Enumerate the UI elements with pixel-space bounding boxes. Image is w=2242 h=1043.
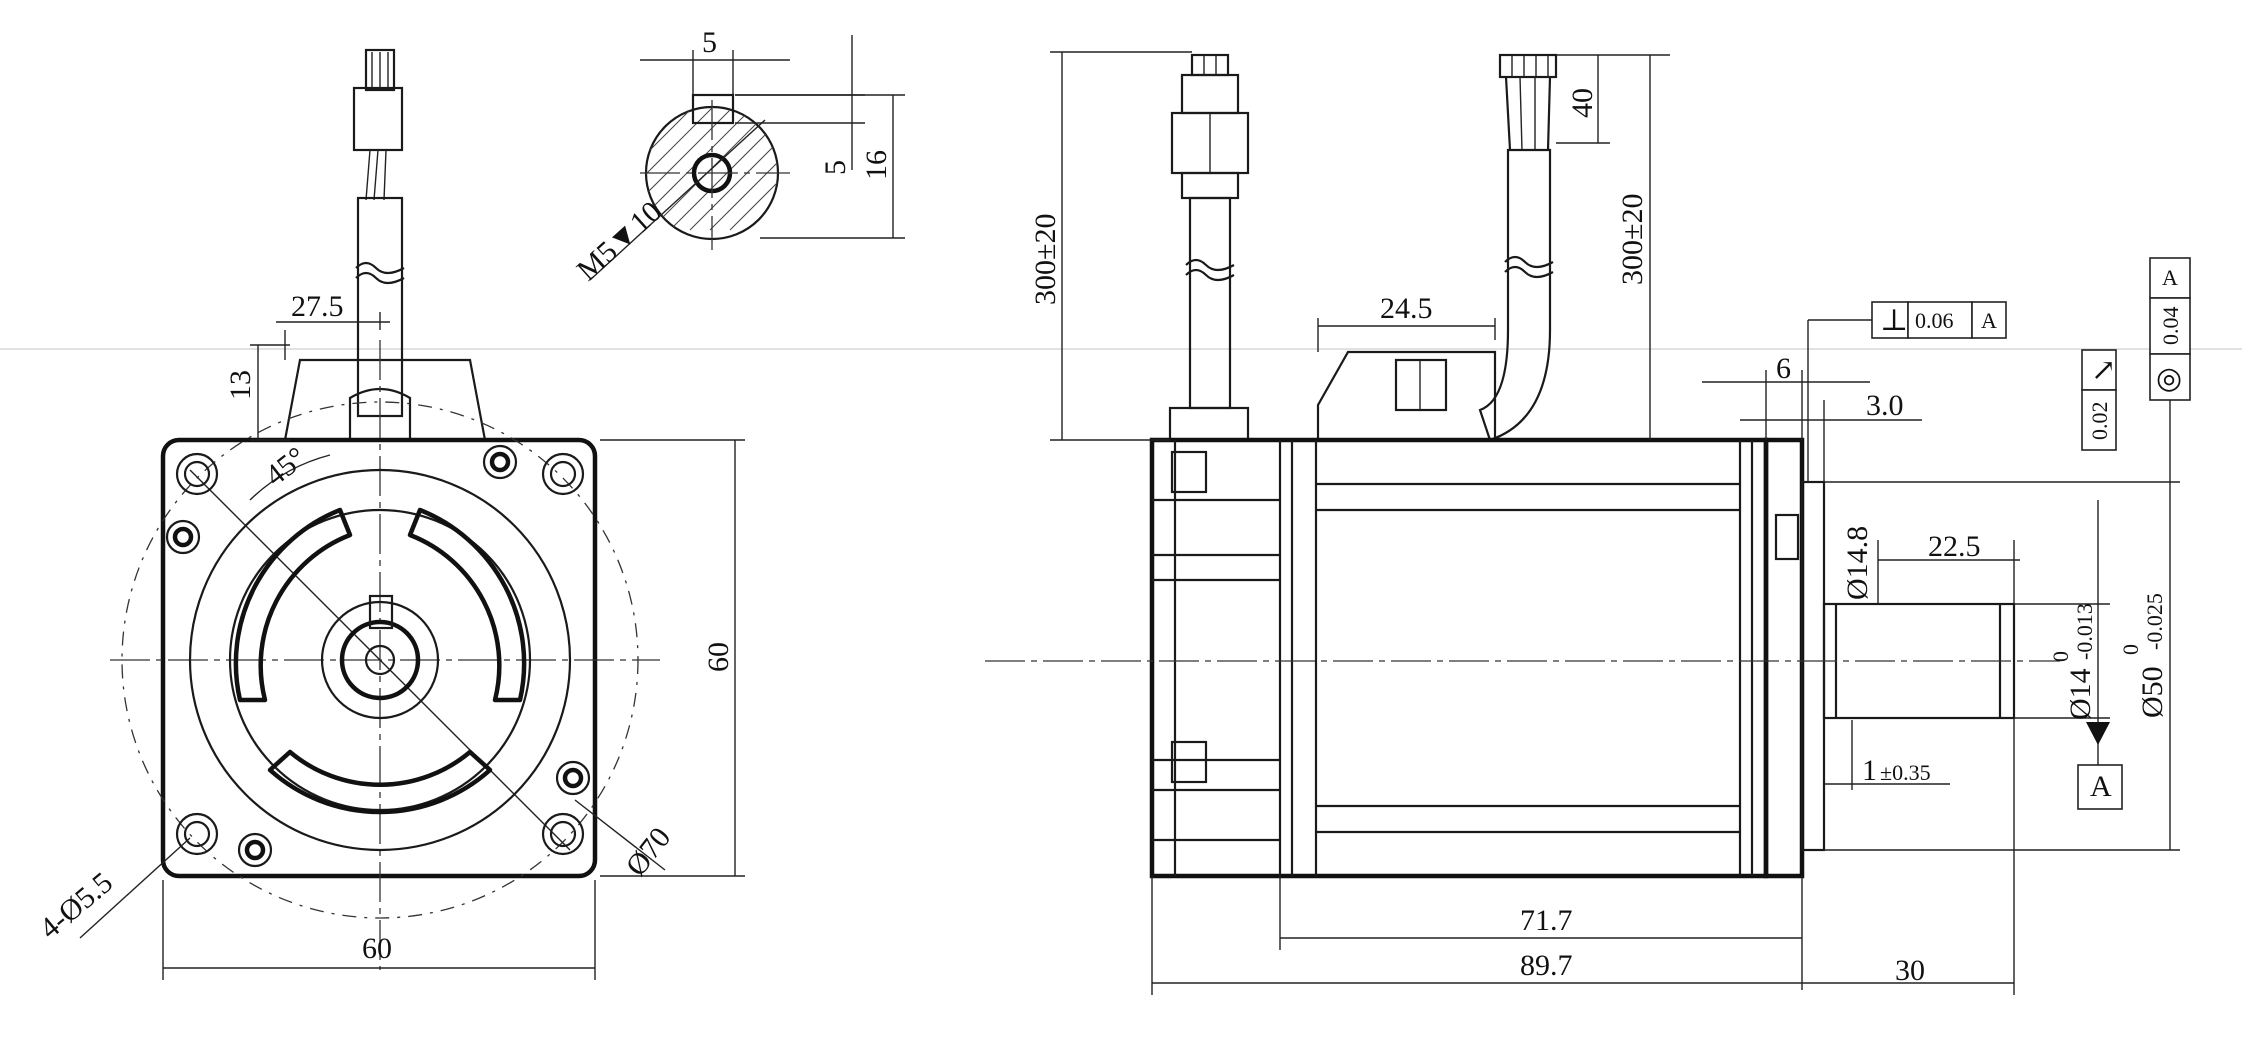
dim-30: 30 [1895,954,1925,987]
connector-housing [283,358,487,442]
detail-view: 5 5 16 M5▼10 [571,26,905,287]
encoder-cable [1168,53,1250,442]
power-connector [1316,350,1497,442]
front-flange [160,437,598,879]
perpendicularity-symbol: ⊥ [1880,304,1908,337]
slot-bottom [267,749,493,815]
perpendicularity-frame: ⊥ 0.06 A [1871,301,2007,339]
dim-spigot-dia: Ø50 [2136,666,2169,718]
dim-key-width: 5 [702,26,717,59]
dim-60-vertical: 60 [702,642,735,672]
concentricity-datum: A [2162,265,2178,290]
dim-holes: 4-Ø5.5 [33,866,119,945]
dim-40: 40 [1566,88,1599,118]
dim-27-5: 27.5 [291,290,344,323]
slot-left [233,507,353,703]
perpendicularity-value: 0.06 [1915,308,1954,333]
runout-value: 0.02 [2087,402,2112,441]
concentricity-symbol: ◎ [2156,362,2182,395]
perpendicularity-datum: A [1981,308,1997,333]
dim-6: 6 [1776,352,1791,385]
dim-89-7: 89.7 [1520,949,1573,982]
dim-13: 13 [224,370,257,400]
concentricity-value: 0.04 [2158,307,2183,346]
runout-symbol: ↗ [2091,354,2116,387]
runout-frame: ↗ 0.02 [2081,349,2117,451]
dim-height-16: 16 [860,150,893,180]
spigot-tol-upper: 0 [2118,644,2143,655]
spigot [1800,480,1826,852]
power-cable [1478,53,1558,442]
cable-length-right: 300±20 [1616,194,1649,285]
spigot-tol-lower: -0.025 [2142,593,2167,650]
side-flange [1763,437,1805,879]
motor-body [1149,437,1769,879]
shaft-tol-upper: 0 [2048,651,2073,662]
dim-spigot-len: 1 [1862,754,1877,787]
dim-3-0: 3.0 [1866,389,1904,422]
spigot-len-tol: ±0.35 [1880,760,1931,785]
dim-24-5: 24.5 [1380,292,1433,325]
slot-right [407,507,527,703]
dim-shaft-step: Ø14.8 [1841,526,1874,600]
dim-22-5: 22.5 [1928,530,1981,563]
thread-label: M5▼10 [571,195,668,287]
mounting-holes [165,444,591,868]
dim-key-depth: 5 [819,160,852,175]
datum-box [2077,764,2123,810]
dim-pcd: Ø70 [620,821,678,882]
shaft-tol-lower: -0.013 [2072,603,2097,660]
dim-71-7: 71.7 [1520,904,1573,937]
concentricity-frame: A 0.04 ◎ [2149,257,2191,401]
datum-label: A [2090,770,2112,803]
dim-60-horizontal: 60 [362,932,392,965]
front-view: 45° 27.5 13 60 60 Ø70 4-Ø5.5 [33,48,745,980]
dim-shaft: Ø14 [2064,668,2097,720]
side-view: 300±20 40 300±20 24.5 ⊥ 0.06 A 6 [985,51,2191,995]
cable-length-left: 300±20 [1029,214,1062,305]
